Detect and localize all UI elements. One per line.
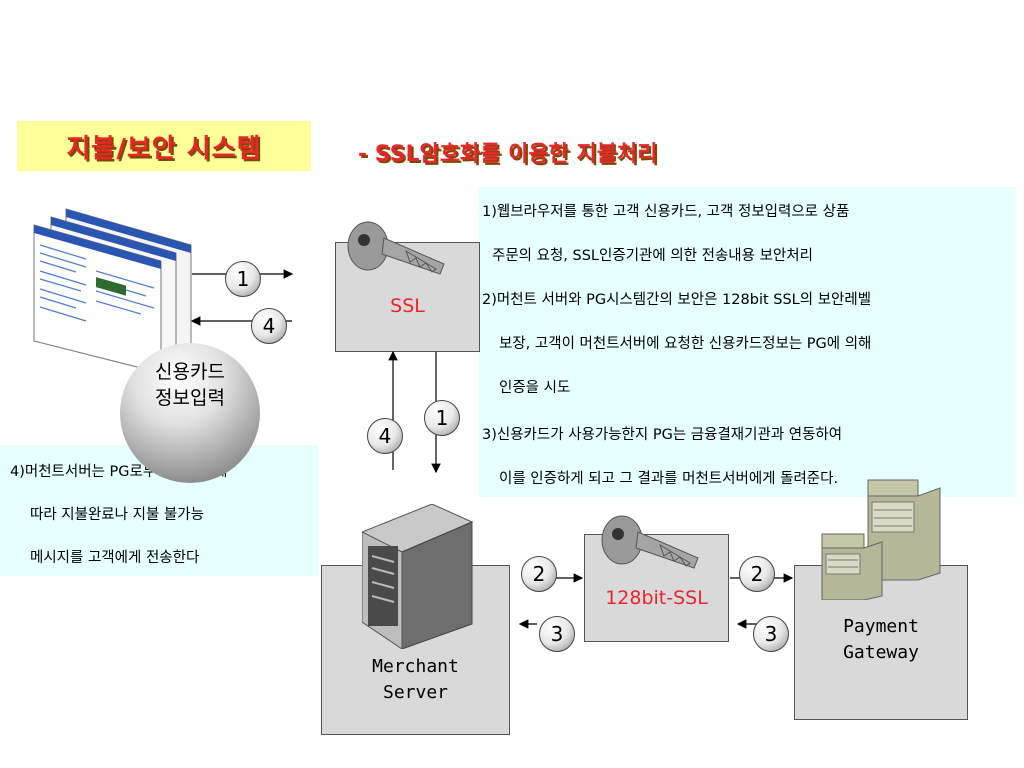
- step-4-circle: 4: [251, 308, 287, 344]
- subtitle: - SSL암호화를 이용한 지불처리: [358, 142, 658, 167]
- sphere-label-line1: 신용카드: [155, 361, 225, 383]
- note-line: 보장, 고객이 머천트서버에 요청한 신용카드정보는 PG에 의해: [499, 336, 872, 352]
- step-4-circle: 4: [367, 418, 403, 454]
- step-1-circle: 1: [225, 261, 261, 297]
- key-icon: [347, 221, 445, 275]
- title-box: 지불/보안 시스템: [17, 121, 311, 171]
- note-line: 주문의 요청, SSL인증기관에 의한 전송내용 보안처리: [492, 248, 813, 264]
- key-icon: [601, 515, 699, 569]
- note-line: 2)머천트 서버와 PG시스템간의 보안은 128bit SSL의 보안레벨: [482, 292, 872, 308]
- note-line: 이를 인증하게 되고 그 결과를 머천트서버에게 돌려준다.: [499, 471, 839, 487]
- server-icon: [362, 504, 474, 649]
- credit-card-input-sphere: 신용카드 정보입력: [120, 343, 260, 483]
- ssl-label: SSL: [390, 295, 425, 317]
- notes-box: 1)웹브라우저를 통한 고객 신용카드, 고객 정보입력으로 상품 주문의 요청…: [478, 187, 1016, 497]
- gateway-label: Payment Gateway: [843, 616, 919, 663]
- note-line: 1)웹브라우저를 통한 고객 신용카드, 고객 정보입력으로 상품: [482, 204, 850, 220]
- step-3-circle: 3: [753, 616, 789, 652]
- note-line: 인증을 시도: [499, 380, 571, 396]
- step-2-circle: 2: [739, 556, 775, 592]
- step-1-circle: 1: [424, 400, 460, 436]
- step-3-circle: 3: [539, 616, 575, 652]
- page-title: 지불/보안 시스템: [66, 133, 262, 164]
- note-line: 메시지를 고객에게 전송한다: [30, 550, 200, 566]
- note-line: 따라 지불완료나 지불 불가능: [30, 507, 204, 523]
- note-line: 3)신용카드가 사용가능한지 PG는 금융결재기관과 연동하여: [482, 427, 843, 443]
- browser-window-icon: [33, 208, 192, 374]
- server-icon: [821, 479, 941, 600]
- step-2-circle: 2: [521, 556, 557, 592]
- ssl128-label: 128bit-SSL: [605, 587, 708, 609]
- sphere-label-line2: 정보입력: [155, 387, 225, 409]
- merchant-label: Merchant Server: [372, 656, 459, 703]
